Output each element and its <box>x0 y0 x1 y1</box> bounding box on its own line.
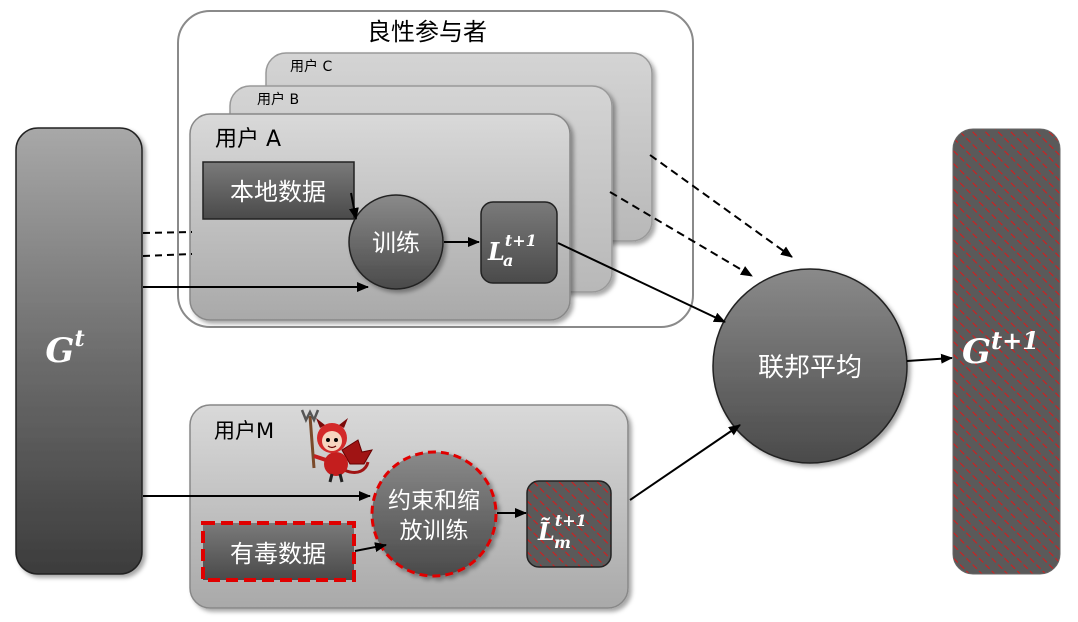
user-c-label: 用户 C <box>290 58 332 75</box>
arrow-la-to-fedavg <box>557 242 726 323</box>
fedavg-label: 联邦平均 <box>758 353 862 383</box>
la-subscript: a <box>503 251 513 270</box>
local-data-box: 本地数据 <box>202 161 355 220</box>
arrow-localdata-to-train <box>349 192 359 220</box>
gt-base: G <box>45 331 74 371</box>
gt1-base: G <box>962 332 991 372</box>
arrow-lm-to-fedavg <box>629 424 741 501</box>
constrain-line1: 约束和缩 <box>388 488 480 514</box>
local-data-label: 本地数据 <box>230 178 326 206</box>
train-label: 训练 <box>372 229 420 257</box>
dashed-link-b <box>142 231 193 234</box>
user-b-label: 用户 B <box>257 91 299 108</box>
fedavg-node: 联邦平均 <box>712 268 908 464</box>
constrain-line2: 放训练 <box>400 518 469 544</box>
svg-text:L̃t+1: L̃t+1 <box>537 511 587 546</box>
constrained-scaled-training-node: 约束和缩 放训练 <box>370 450 498 578</box>
lm-subscript: m <box>554 533 571 552</box>
svg-text:Gt+1: Gt+1 <box>962 326 1039 372</box>
global-model-gt1: Gt+1 <box>952 128 1061 575</box>
svg-text:Gt: Gt <box>45 326 84 371</box>
dashed-link-c <box>142 253 193 257</box>
devil-icon <box>300 409 373 483</box>
gt-superscript: t <box>74 326 84 352</box>
connectors <box>142 154 953 552</box>
lm-superscript: t+1 <box>555 511 587 530</box>
benign-title: 良性参与者 <box>367 18 487 46</box>
poison-data-box: 有毒数据 <box>201 521 356 582</box>
svg-text:Lt+1: Lt+1 <box>487 231 537 266</box>
arrow-poison-to-constrain <box>354 542 387 552</box>
poison-data-label: 有毒数据 <box>230 540 326 568</box>
gt1-superscript: t+1 <box>991 326 1039 355</box>
dashed-arrow-b-to-fedavg <box>609 191 753 277</box>
la-superscript: t+1 <box>505 231 537 250</box>
local-model-a: Lt+1 a <box>480 201 558 284</box>
dashed-arrow-c-to-fedavg <box>649 154 793 258</box>
user-a-label: 用户 A <box>215 127 281 152</box>
user-m-label: 用户M <box>214 419 274 443</box>
la-base: L <box>487 237 505 266</box>
arrow-fedavg-to-gt1 <box>906 353 953 364</box>
malicious-local-model: L̃t+1 m <box>526 480 612 568</box>
train-node: 训练 <box>348 194 444 290</box>
global-model-gt: Gt <box>15 127 143 575</box>
lm-base: L̃ <box>537 517 555 546</box>
